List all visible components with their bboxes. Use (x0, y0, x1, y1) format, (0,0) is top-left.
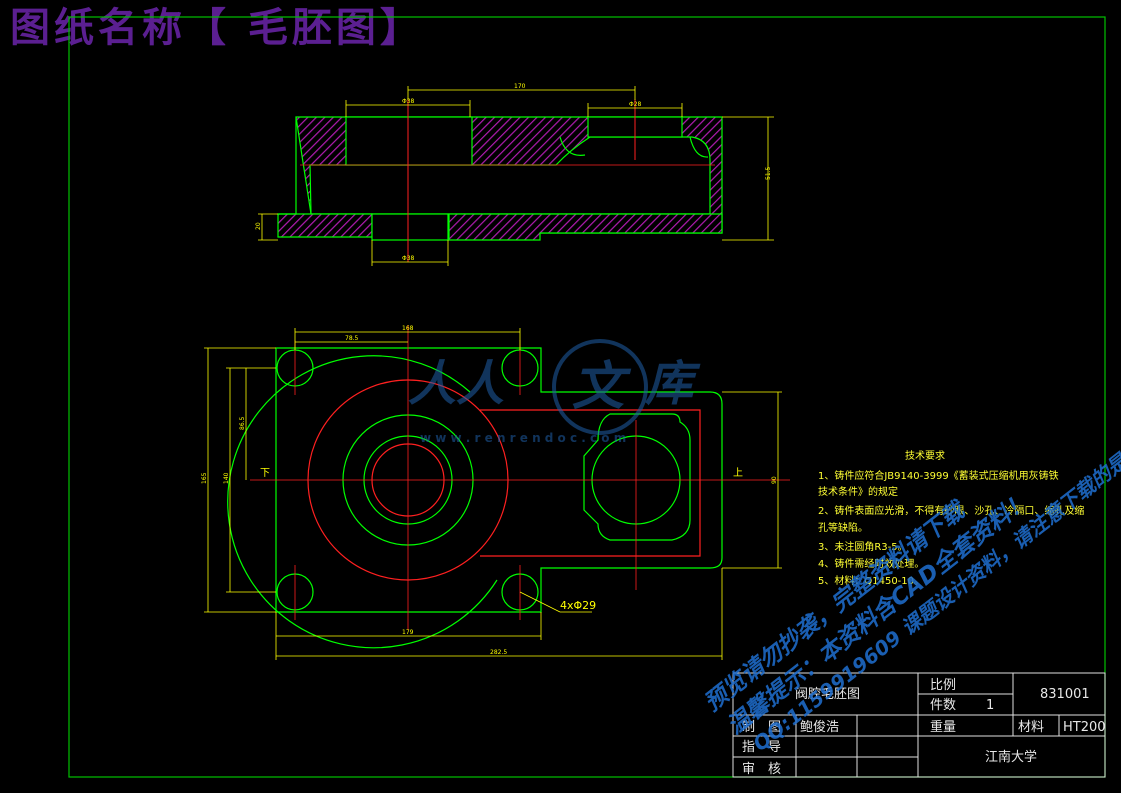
qty-value: 1 (986, 698, 994, 713)
dim-plan-left-mid: 140 (223, 472, 230, 484)
drawing-number: 831001 (1040, 687, 1090, 702)
drawn-by: 鲍俊浩 (800, 720, 839, 735)
dim-left: 20 (255, 222, 262, 230)
page-title: 图纸名称【 毛胚图】 (10, 4, 424, 51)
dim-plan-top-total: 168 (402, 325, 414, 332)
direction-up: 上 (733, 467, 743, 479)
dim-holes: 4xΦ29 (560, 599, 596, 612)
plan-dimensions (204, 328, 782, 660)
dim-plan-left-inner: 86.5 (239, 416, 246, 430)
title-block (732, 672, 1106, 778)
logo-watermark: 人人 文 库 w w w . r e n r e n d o c . c o m (408, 339, 701, 445)
logo-text-right: 库 (644, 356, 701, 412)
dim-right: 51.5 (765, 166, 772, 180)
review-label: 审 核 (742, 762, 781, 777)
logo-url: w w w . r e n r e n d o c . c o m (420, 431, 626, 445)
tech-note-line: 1、铸件应符合JB9140-3999《蓄装式压缩机用灰铸铁 (818, 469, 1059, 482)
tech-note-line: 5、材料：Q1450-10。 (818, 574, 924, 587)
scale-label: 比例 (930, 678, 956, 693)
plan-view (227, 325, 790, 649)
direction-down: 下 (260, 468, 270, 479)
dim-top-a: Φ38 (402, 98, 415, 105)
material-value: HT200 (1063, 720, 1106, 735)
dim-plan-right: 90 (771, 476, 778, 484)
part-name: 阀腔毛胚图 (795, 687, 860, 702)
dim-plan-bottom-a: 179 (402, 629, 414, 636)
diagonal-watermark: 预览请勿抄袭，完整资料请下载 温馨提示：本资料含CAD全套资料！ QQ:1159… (699, 412, 1121, 756)
qty-label: 件数 (930, 698, 956, 713)
guide-label: 指 导 (742, 740, 781, 755)
tech-note-line: 4、铸件需经时效处理。 (818, 557, 924, 570)
tech-note-line: 3、未注圆角R3-5。 (818, 540, 908, 553)
section-dimensions (258, 86, 774, 266)
dim-top-c: Φ28 (629, 101, 642, 108)
logo-text-circle: 文 (572, 357, 632, 417)
section-view (277, 99, 723, 262)
tech-note-line: 技术条件》的规定 (818, 485, 898, 498)
drawing-frame (68, 16, 1106, 778)
tech-notes: 技术要求 1、铸件应符合JB9140-3999《蓄装式压缩机用灰铸铁 技术条件》… (818, 449, 1084, 587)
logo-text-left: 人人 (408, 356, 504, 412)
tech-note-line: 2、铸件表面应光滑，不得有砂眼、沙孔、冷隔口、缩孔及缩 (818, 504, 1084, 517)
dim-plan-left-outer: 165 (201, 472, 208, 484)
dim-bottom: Φ38 (402, 255, 415, 262)
weight-label: 重量 (930, 719, 956, 735)
drawn-label: 制 图 (742, 720, 781, 735)
tech-note-line: 孔等缺陷。 (818, 521, 868, 534)
organization: 江南大学 (985, 749, 1037, 765)
dim-plan-bottom-b: 282.5 (490, 649, 507, 656)
material-label: 材料 (1018, 720, 1044, 735)
tech-notes-heading: 技术要求 (905, 449, 945, 462)
dim-plan-top-partial: 78.5 (345, 335, 359, 342)
dim-top-b: 170 (514, 83, 526, 90)
